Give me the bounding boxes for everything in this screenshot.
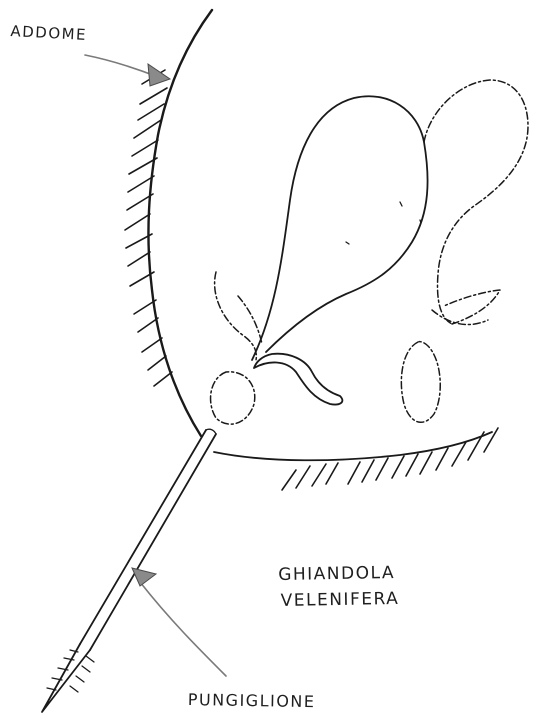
venom-duct xyxy=(254,354,342,405)
accessory-glands xyxy=(211,272,488,424)
abdomen-pointer-arrow xyxy=(85,55,170,86)
venom-gland-label: GHIANDOLA VELENIFERA xyxy=(278,560,399,614)
venom-gland xyxy=(252,80,528,360)
stinger-label: PUNGIGLIONE xyxy=(188,690,316,711)
stinger-shaft xyxy=(80,429,216,650)
stinger-pointer-arrow xyxy=(132,568,226,676)
venom-gland-label-line2: VELENIFERA xyxy=(278,586,399,614)
venom-gland-label-line1: GHIANDOLA xyxy=(278,560,399,588)
stinger-barbed-tip xyxy=(42,644,94,712)
